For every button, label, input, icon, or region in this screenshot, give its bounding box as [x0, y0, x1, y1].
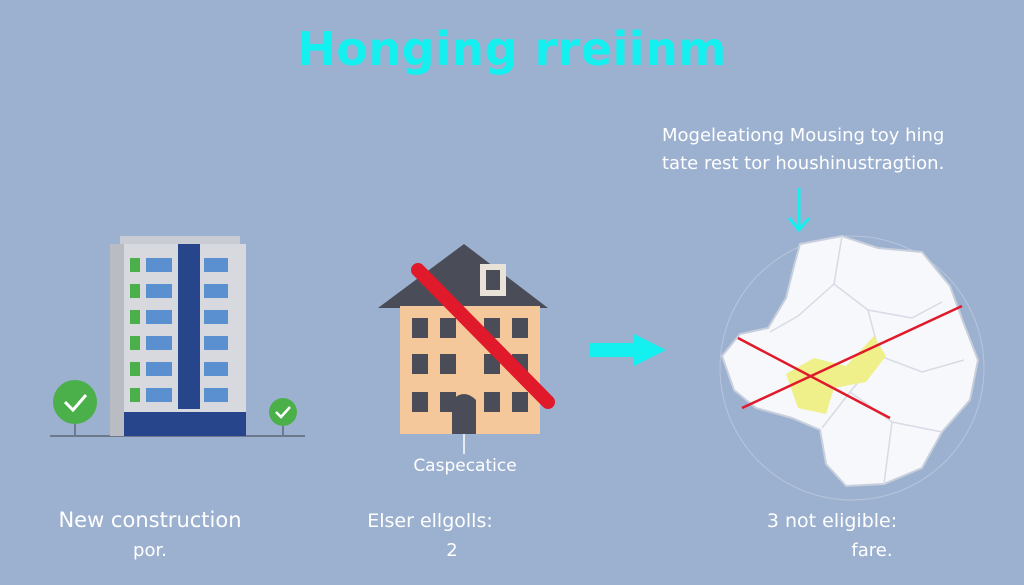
caption-sub-2: 2	[446, 540, 458, 561]
map-note-line-2: tate rest tor houshinustragtion.	[662, 153, 945, 174]
down-arrow-icon	[787, 188, 811, 233]
map-note-line-1: Mogeleationg Mousing toy hing	[662, 125, 945, 146]
new-construction-illustration	[50, 236, 305, 437]
right-arrow-icon	[590, 334, 666, 366]
page-title: Honging rreiinm	[297, 22, 727, 76]
check-circle-icon	[53, 380, 97, 436]
old-building-illustration	[378, 244, 555, 454]
caption-sub-1: por.	[133, 540, 167, 561]
caption-heading-1: New construction	[58, 508, 242, 532]
highlight-region	[786, 336, 886, 414]
caption-heading-3: 3 not eligible:	[766, 510, 898, 532]
check-circle-icon	[269, 398, 297, 436]
building-label: Caspecatice	[413, 456, 517, 476]
caption-heading-2: Elser ellgolls:	[367, 510, 493, 532]
cross-icon	[411, 263, 555, 409]
map-note: Mogeleationg Mousing toy hing tate rest …	[662, 122, 1002, 178]
region-map	[719, 234, 985, 501]
tower-windows	[130, 258, 228, 402]
caption-sub-3: fare.	[851, 540, 893, 561]
